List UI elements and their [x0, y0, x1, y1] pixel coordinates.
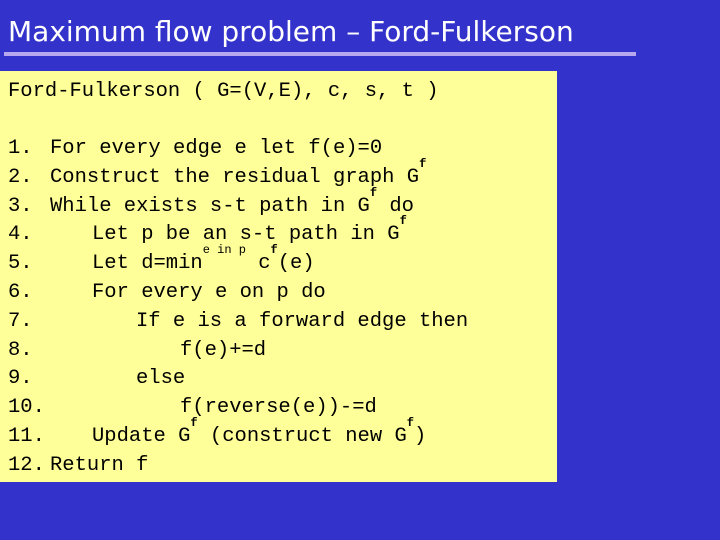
line-text-continued: do	[377, 194, 414, 218]
line-number: 12.	[8, 453, 45, 477]
line-text: If e is a forward edge then	[136, 309, 469, 333]
line-text: For every e on p do	[92, 280, 326, 304]
line-text: f(e)+=d	[180, 338, 267, 362]
title-underline	[4, 52, 636, 56]
line-text: f(reverse(e))-=d	[180, 396, 377, 420]
line-text: Construct the residual graph G	[50, 165, 420, 189]
line-number: 6.	[8, 280, 33, 304]
code-line: 9. else	[8, 365, 557, 394]
line-number: 3.	[8, 194, 33, 218]
line-text: For every edge e let f(e)=0	[50, 137, 383, 160]
function-signature: Ford-Fulkerson ( G=(V,E), c, s, t )	[8, 80, 439, 103]
pseudocode-lines: 1. For every edge e let f(e)=0 2. Construc…	[8, 135, 557, 481]
code-line: 7. If e is a forward edge then	[8, 308, 557, 337]
line-number: 5.	[8, 252, 33, 276]
code-line: 12.Return f	[8, 452, 557, 481]
subscript: f	[399, 214, 407, 229]
subscript: f	[406, 415, 414, 430]
line-text-continued: (construct new G	[197, 424, 407, 448]
line-number: 9.	[8, 367, 33, 391]
line-number: 7.	[8, 309, 33, 333]
subscript: e in p	[202, 243, 246, 258]
line-number: 4.	[8, 223, 33, 247]
line-text: While exists s-t path in G	[50, 194, 370, 218]
line-text: Let p be an s-t path in G	[92, 223, 400, 247]
subscript: f	[270, 243, 278, 258]
line-number: 2.	[8, 165, 33, 189]
line-text: Return f	[50, 453, 149, 477]
code-line: 10. f(reverse(e))-=d	[8, 394, 557, 423]
code-line: 6. For every e on p do	[8, 279, 557, 308]
code-line: 1. For every edge e let f(e)=0	[8, 135, 557, 164]
line-number: 1.	[8, 137, 33, 160]
pseudocode-box: Ford-Fulkerson ( G=(V,E), c, s, t ) 1. Fo…	[0, 71, 557, 482]
line-text-continued: )	[413, 424, 427, 448]
line-number: 10.	[8, 396, 45, 420]
line-number: 8.	[8, 338, 33, 362]
slide-title: Maximum flow problem – Ford-Fulkerson	[8, 15, 574, 48]
line-text: Let d=min	[92, 252, 203, 276]
subscript: f	[190, 415, 198, 430]
line-text: Update G	[92, 424, 191, 448]
subscript: f	[419, 156, 427, 171]
line-number: 11.	[8, 424, 45, 448]
subscript: f	[369, 185, 378, 200]
code-line: 8. f(e)+=d	[8, 337, 557, 366]
line-text: else	[136, 367, 186, 391]
line-text-continued: (e)	[277, 252, 315, 276]
line-text-continued: c	[245, 252, 271, 276]
